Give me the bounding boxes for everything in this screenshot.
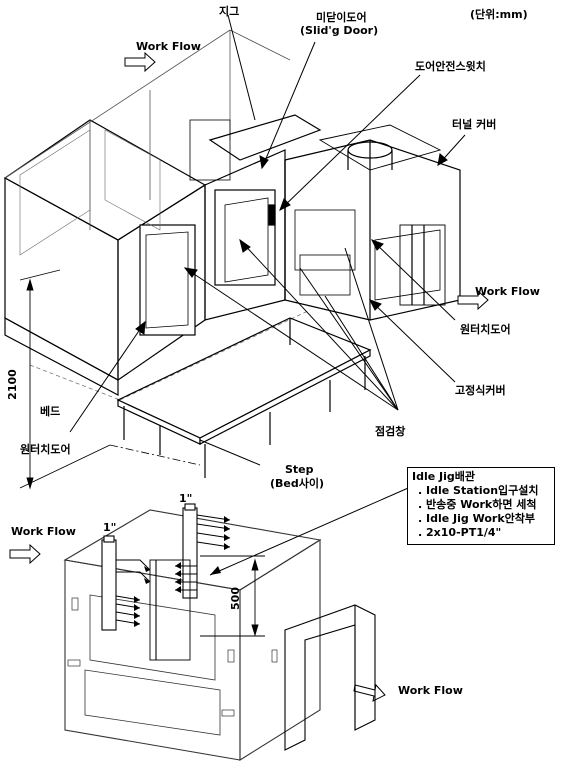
left-module — [3, 119, 207, 396]
label-sliding-door-en: (Slid'g Door) — [300, 24, 379, 37]
idle-jig-item: . Idle Station입구설치 — [418, 484, 539, 497]
idle-jig-item: . 2x10-PT1/4" — [418, 526, 502, 539]
label-dim-500: 500 — [228, 587, 242, 610]
nozzle-arrows — [115, 514, 231, 625]
label-work-flow-right: Work Flow — [475, 285, 540, 298]
label-bed: 베드 — [40, 405, 61, 418]
dim-2100-line — [19, 269, 111, 490]
idle-jig-item: . 반송중 Work하면 세척 — [418, 498, 537, 511]
label-inch-right: 1" — [179, 492, 193, 505]
label-inch-left: 1" — [103, 521, 117, 534]
label-jig: 지그 — [219, 5, 240, 18]
idle-jig-pipes — [101, 503, 198, 661]
tunnel-frame — [4, 29, 291, 230]
center-line — [109, 444, 201, 466]
label-work-flow-bottom-right: Work Flow — [398, 684, 463, 697]
label-door-safety-switch: 도어안전스윗치 — [415, 60, 486, 73]
label-fixed-cover: 고정식커버 — [455, 384, 506, 397]
step-table — [116, 317, 372, 478]
label-step-kr: (Bed사이) — [270, 477, 325, 490]
label-sliding-door-kr: 미닫이도어 — [316, 11, 367, 24]
idle-jig-item: . Idle Jig Work안착부 — [418, 512, 536, 525]
label-one-touch-door-right: 원터치도어 — [460, 323, 511, 336]
leader-lines — [69, 14, 466, 466]
label-tunnel-cover: 터널 커버 — [452, 118, 497, 131]
middle-module — [189, 114, 322, 321]
nozzle-arrowheads — [134, 516, 230, 627]
bed-base — [29, 309, 311, 401]
label-one-touch-door-left: 원터치도어 — [20, 443, 71, 456]
bottom-module — [63, 509, 322, 761]
label-step-en: Step — [285, 463, 314, 476]
idle-jig-leader — [209, 484, 416, 576]
label-dim-2100: 2100 — [5, 369, 19, 400]
dim-500-line — [200, 555, 265, 637]
label-work-flow-bottom-left: Work Flow — [11, 525, 76, 538]
exit-door-frame — [284, 604, 376, 751]
label-work-flow-top-left: Work Flow — [136, 40, 201, 53]
unit-note: (단위:mm) — [470, 8, 528, 21]
idle-jig-note-box: Idle Jig배관 . Idle Station입구설치 . 반송중 Work… — [407, 467, 555, 545]
idle-jig-title: Idle Jig배관 — [412, 470, 476, 483]
label-inspection-window: 점검창 — [375, 425, 406, 438]
workflow-arrows — [9, 51, 489, 702]
right-module — [268, 124, 461, 321]
